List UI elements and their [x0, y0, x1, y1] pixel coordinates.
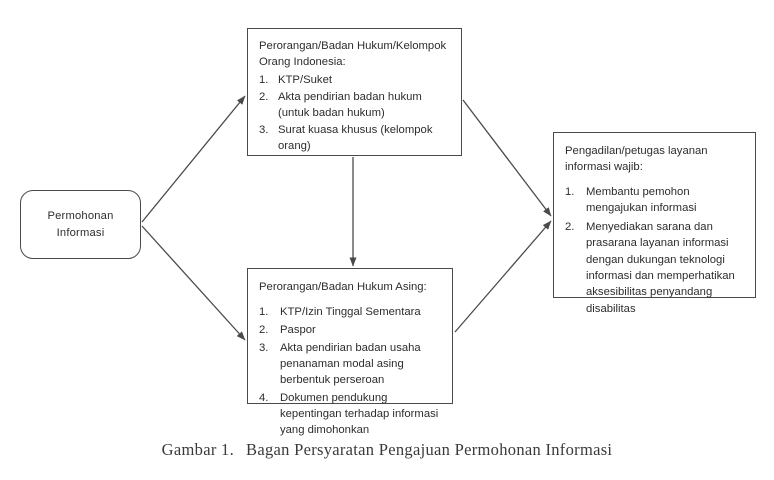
- list-item: 1. KTP/Suket: [259, 72, 451, 88]
- list-marker: 3.: [259, 342, 269, 355]
- node-applicant-domestic: Perorangan/Badan Hukum/Kelompok Orang In…: [247, 28, 462, 156]
- list-marker: 3.: [259, 124, 269, 137]
- arrow-domestic-to-obligations: [462, 99, 552, 217]
- list-marker: 2.: [565, 220, 575, 233]
- list-item: 3. Akta pendirian badan usaha penanaman …: [259, 340, 444, 388]
- node-permohonan-informasi: Permohonan Informasi: [20, 190, 141, 259]
- list-item-text: Paspor: [280, 324, 316, 337]
- obligations-heading: Pengadilan/petugas layanan informasi waj…: [565, 145, 708, 174]
- obligations-list: 1. Membantu pemohon mengajukan informasi…: [565, 184, 746, 317]
- list-item: 2. Menyediakan sarana dan prasarana laya…: [565, 219, 746, 317]
- node-court-obligations: Pengadilan/petugas layanan informasi waj…: [553, 132, 756, 315]
- list-marker: 1.: [565, 186, 575, 199]
- list-item: 3. Surat kuasa khusus (kelompok orang): [259, 122, 451, 154]
- arrow-start-to-domestic: [141, 95, 246, 223]
- list-item-text: Dokumen pendukung kepentingan terhadap i…: [280, 392, 439, 437]
- list-item-text: Akta pendirian badan hukum (untuk badan …: [278, 91, 422, 120]
- list-marker: 4.: [259, 392, 269, 405]
- start-node-line2: Informasi: [56, 226, 105, 239]
- domestic-heading: Perorangan/Badan Hukum/Kelompok Orang In…: [259, 40, 447, 69]
- start-node-line1: Permohonan: [47, 210, 114, 223]
- list-marker: 1.: [259, 74, 269, 87]
- list-item: 1. Membantu pemohon mengajukan informasi: [565, 184, 746, 217]
- list-item-text: Surat kuasa khusus (kelompok orang): [278, 124, 433, 153]
- list-item-text: Membantu pemohon mengajukan informasi: [586, 186, 697, 215]
- list-item: 1. KTP/Izin Tinggal Sementara: [259, 304, 444, 320]
- list-item: 2. Paspor: [259, 322, 444, 338]
- node-applicant-foreign: Perorangan/Badan Hukum Asing: 1. KTP/Izi…: [247, 268, 453, 436]
- domestic-requirements-list: 1. KTP/Suket 2. Akta pendirian badan huk…: [259, 72, 451, 154]
- foreign-heading: Perorangan/Badan Hukum Asing:: [259, 281, 427, 293]
- foreign-requirements-list: 1. KTP/Izin Tinggal Sementara 2. Paspor …: [259, 304, 444, 438]
- list-marker: 2.: [259, 324, 269, 337]
- list-item-text: KTP/Izin Tinggal Sementara: [280, 306, 421, 319]
- list-item-text: KTP/Suket: [278, 74, 332, 87]
- list-item-text: Menyediakan sarana dan prasarana layanan…: [586, 220, 735, 315]
- caption-label: Gambar 1.: [161, 440, 235, 459]
- list-item: 2. Akta pendirian badan hukum (untuk bad…: [259, 89, 451, 121]
- list-item-text: Akta pendirian badan usaha penanaman mod…: [280, 342, 421, 387]
- list-marker: 2.: [259, 91, 269, 104]
- figure-caption: Gambar 1. Bagan Persyaratan Pengajuan Per…: [0, 440, 774, 460]
- arrow-start-to-foreign: [141, 225, 246, 341]
- list-item: 4. Dokumen pendukung kepentingan terhada…: [259, 390, 444, 438]
- arrow-foreign-to-obligations: [454, 220, 552, 333]
- list-marker: 1.: [259, 306, 269, 319]
- caption-text: Bagan Persyaratan Pengajuan Permohonan I…: [246, 440, 613, 459]
